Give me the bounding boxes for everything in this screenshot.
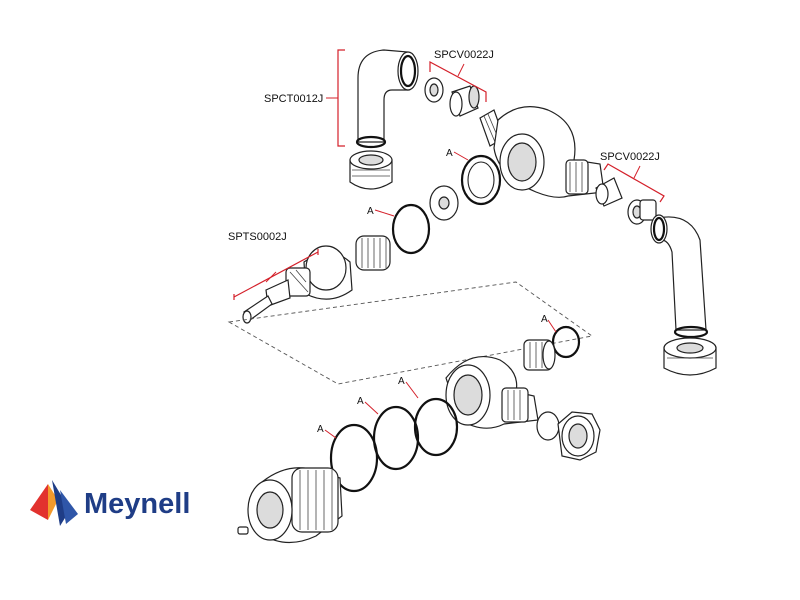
spring [355,235,391,271]
o-ring [372,405,420,471]
union-connector [523,339,556,371]
thermostat-cartridge [242,245,353,324]
ring-label-a-5: A [357,396,379,415]
meynell-logo-mark [30,480,78,526]
callout-bracket-spct [326,49,345,147]
valve-body-top [493,106,605,198]
threaded-inlet-body [237,467,343,544]
elbow-pipe-left [349,49,419,190]
meynell-logo: Meynell [30,480,190,526]
o-ring [391,203,431,255]
svg-text:A: A [317,424,324,435]
o-ring [551,325,581,359]
callout-spts0002j: SPTS0002J [228,231,287,243]
o-ring [460,154,502,206]
callout-bracket-spcv-top [429,60,487,102]
ring-label-a-6: A [317,424,337,439]
olive-fitting [536,411,560,441]
svg-text:A: A [367,206,374,217]
callout-spct0012j: SPCT0012J [264,93,323,105]
o-ring-inner [467,161,495,199]
svg-text:A: A [446,148,453,159]
svg-text:A: A [357,396,364,407]
elbow-pipe-right [650,214,717,376]
ring-label-a-2: A [367,206,395,217]
valve-body-bottom [445,356,539,429]
svg-text:A: A [398,376,405,387]
o-ring [329,423,379,493]
callout-spcv0022j-right: SPCV0022J [600,151,660,163]
washer-hole [438,196,450,210]
meynell-wordmark: Meynell [84,488,190,520]
callout-spcv0022j-top: SPCV0022J [434,49,494,61]
callout-bracket-spcv-right [603,163,665,203]
callout-bracket-spts [233,249,319,300]
ring-label-a-1: A [446,148,469,161]
check-valve-parts-top [424,77,505,147]
ring-label-a-3: A [541,314,557,333]
ring-label-a-4: A [398,376,419,399]
check-valve-parts-right [595,177,657,225]
svg-text:A: A [541,314,548,325]
compression-nut [557,411,601,461]
o-ring [413,397,459,457]
